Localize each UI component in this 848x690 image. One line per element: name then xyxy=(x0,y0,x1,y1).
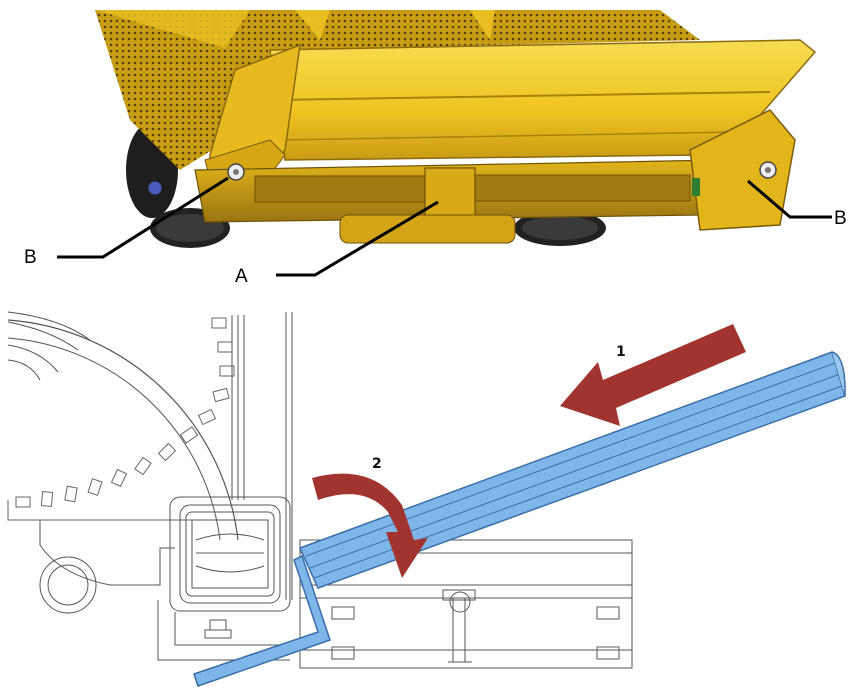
square-tube xyxy=(169,496,291,612)
lower-rail xyxy=(299,539,633,669)
callout-label-a: A xyxy=(235,266,248,287)
step-label-1: 1 xyxy=(616,344,626,360)
leader-line-right-b xyxy=(747,179,832,219)
frame-post xyxy=(231,312,293,600)
right-wheel xyxy=(514,210,606,246)
leader-line-left-b xyxy=(57,176,229,259)
left-knob xyxy=(227,163,245,181)
wheel-tread xyxy=(7,317,238,521)
axle-bracket xyxy=(39,520,290,661)
step-label-2: 2 xyxy=(372,456,382,472)
leader-line-a xyxy=(276,200,439,277)
arrow-step-1 xyxy=(560,324,746,426)
right-knob xyxy=(759,161,777,179)
blue-bolt xyxy=(147,180,163,196)
blue-tray xyxy=(193,351,846,687)
cart-render xyxy=(95,10,817,248)
mesh-deck xyxy=(95,10,700,170)
callout-label-right-b: B xyxy=(834,208,847,229)
callout-label-left-b: B xyxy=(24,247,37,268)
center-clamp xyxy=(339,167,516,244)
line-drawing xyxy=(7,311,633,669)
tray-hook xyxy=(193,554,331,687)
arrow-step-2 xyxy=(312,473,428,578)
green-indicator xyxy=(692,178,700,196)
